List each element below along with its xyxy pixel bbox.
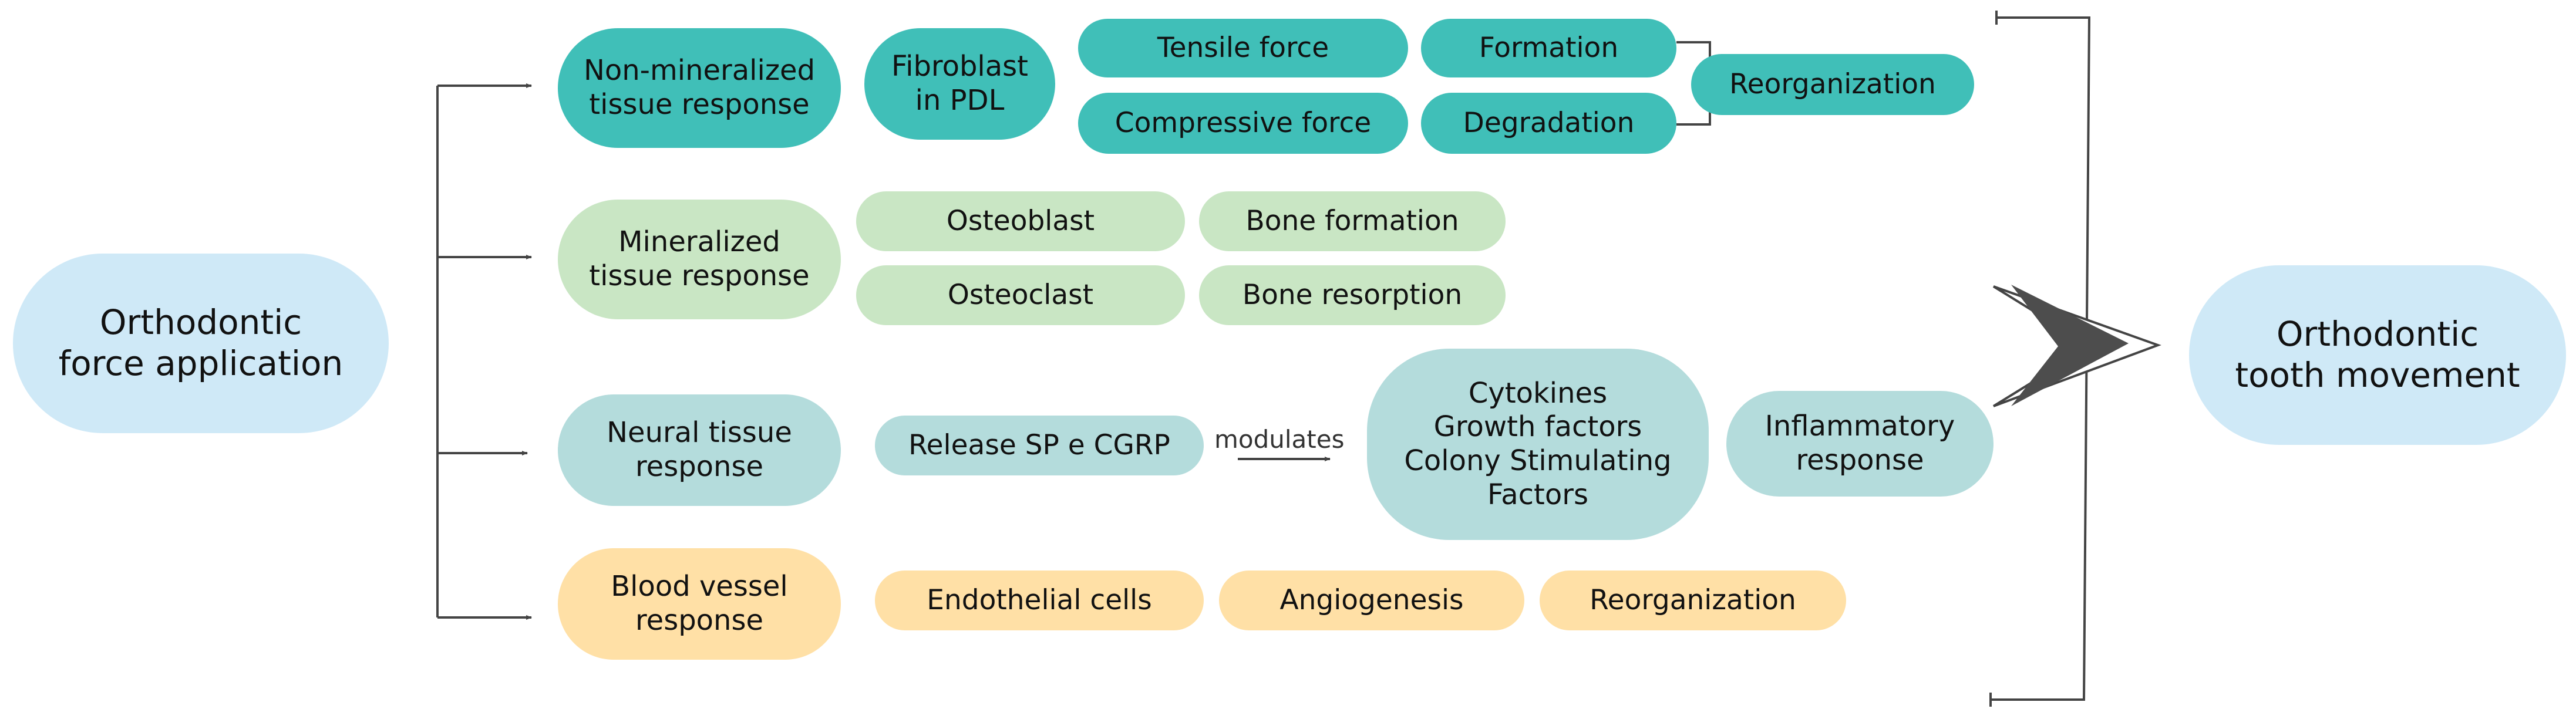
release-sp-cgrp-node: Release SP e CGRP — [875, 416, 1204, 475]
modulates-label: modulates — [1214, 425, 1345, 454]
osteoblast-node: Osteoblast — [856, 191, 1185, 251]
neural-tissue-response-node: Neural tissue response — [558, 394, 841, 506]
osteoclast-node: Osteoclast — [856, 265, 1185, 325]
angiogenesis-node: Angiogenesis — [1219, 571, 1524, 630]
fibroblast-in-pdl-node: Fibroblast in PDL — [864, 28, 1055, 140]
degradation-node: Degradation — [1421, 93, 1676, 154]
tensile-force-node: Tensile force — [1078, 19, 1408, 77]
inflammatory-response-node: Inflammatory response — [1726, 391, 1994, 497]
cytokines-growth-factors-node: Cytokines Growth factors Colony Stimulat… — [1367, 349, 1709, 540]
endothelial-cells-node: Endothelial cells — [875, 571, 1204, 630]
bone-resorption-node: Bone resorption — [1199, 265, 1506, 325]
mineralized-tissue-response-node: Mineralized tissue response — [558, 200, 841, 319]
orthodontic-tooth-movement-node: Orthodontic tooth movement — [2189, 265, 2566, 445]
orthodontic-force-application-node: Orthodontic force application — [13, 254, 389, 433]
formation-node: Formation — [1421, 19, 1676, 77]
blood-vessel-response-node: Blood vessel response — [558, 548, 841, 660]
compressive-force-node: Compressive force — [1078, 93, 1408, 154]
non-mineralized-tissue-response-node: Non-mineralized tissue response — [558, 28, 841, 148]
blood-vessel-reorganization-node: Reorganization — [1540, 571, 1846, 630]
bone-formation-node: Bone formation — [1199, 191, 1506, 251]
convergence-chevron — [2011, 285, 2129, 406]
non-mineralized-reorganization-node: Reorganization — [1691, 54, 1974, 115]
